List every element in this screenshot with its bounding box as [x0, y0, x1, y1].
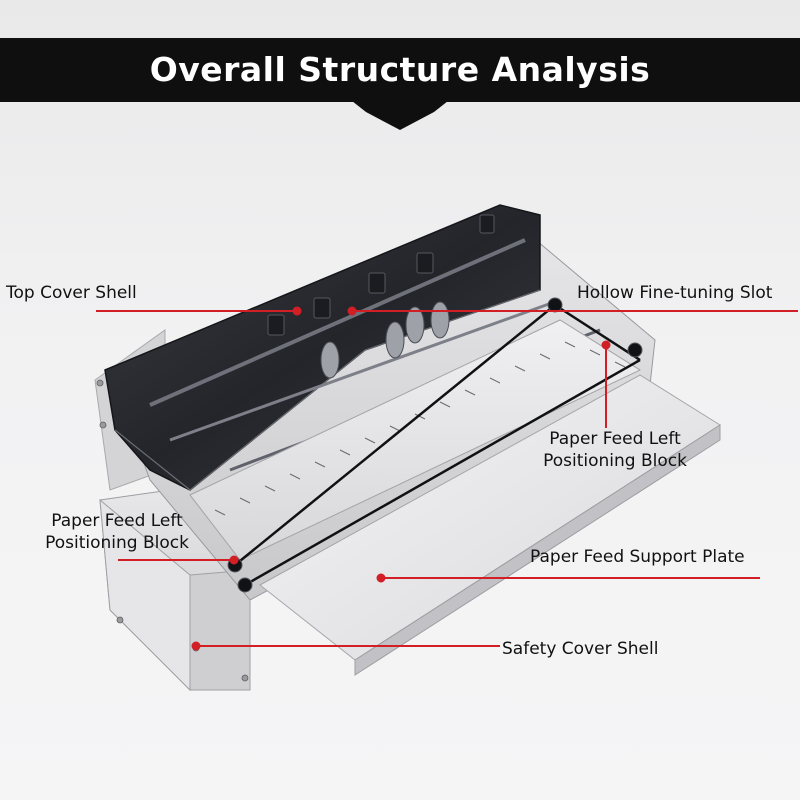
page-title: Overall Structure Analysis [149, 50, 651, 89]
label-paper-feed-left-positioning-block-left: Paper Feed Left Positioning Block [34, 510, 200, 554]
scale-ruler [189, 319, 642, 561]
label-safety-cover-shell: Safety Cover Shell [502, 639, 659, 659]
label-paper-feed-left-positioning-block-right: Paper Feed Left Positioning Block [532, 428, 698, 472]
title-banner [0, 38, 800, 102]
label-paper-feed-support-plate: Paper Feed Support Plate [530, 547, 745, 567]
label-hollow-fine-tuning-slot: Hollow Fine-tuning Slot [577, 283, 773, 303]
label-line-1: Paper Feed Left [51, 511, 183, 531]
banner-notch [352, 101, 448, 130]
label-top-cover-shell: Top Cover Shell [6, 283, 137, 303]
ruler-ticks [214, 341, 626, 516]
callout-lines [96, 306, 798, 651]
label-line-2: Positioning Block [543, 451, 687, 471]
label-line-2: Positioning Block [45, 533, 189, 553]
label-line-1: Paper Feed Left [549, 429, 681, 449]
